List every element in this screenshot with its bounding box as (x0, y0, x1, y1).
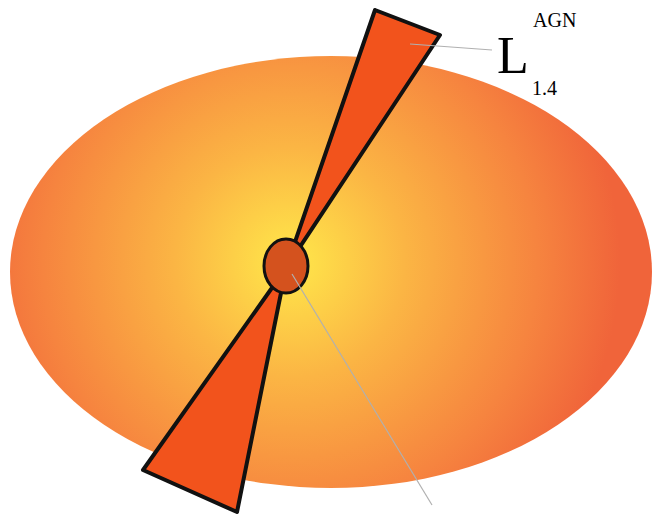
agn-core (264, 239, 308, 293)
leader-line (410, 44, 492, 50)
leader-line (292, 274, 432, 505)
luminosity-symbol: L (497, 30, 529, 82)
jet-cone (286, 10, 440, 268)
jet-cone (143, 268, 286, 512)
superscript: AGN (533, 10, 576, 30)
host-galaxy (10, 56, 652, 488)
subscript: 1.4 (532, 78, 557, 98)
